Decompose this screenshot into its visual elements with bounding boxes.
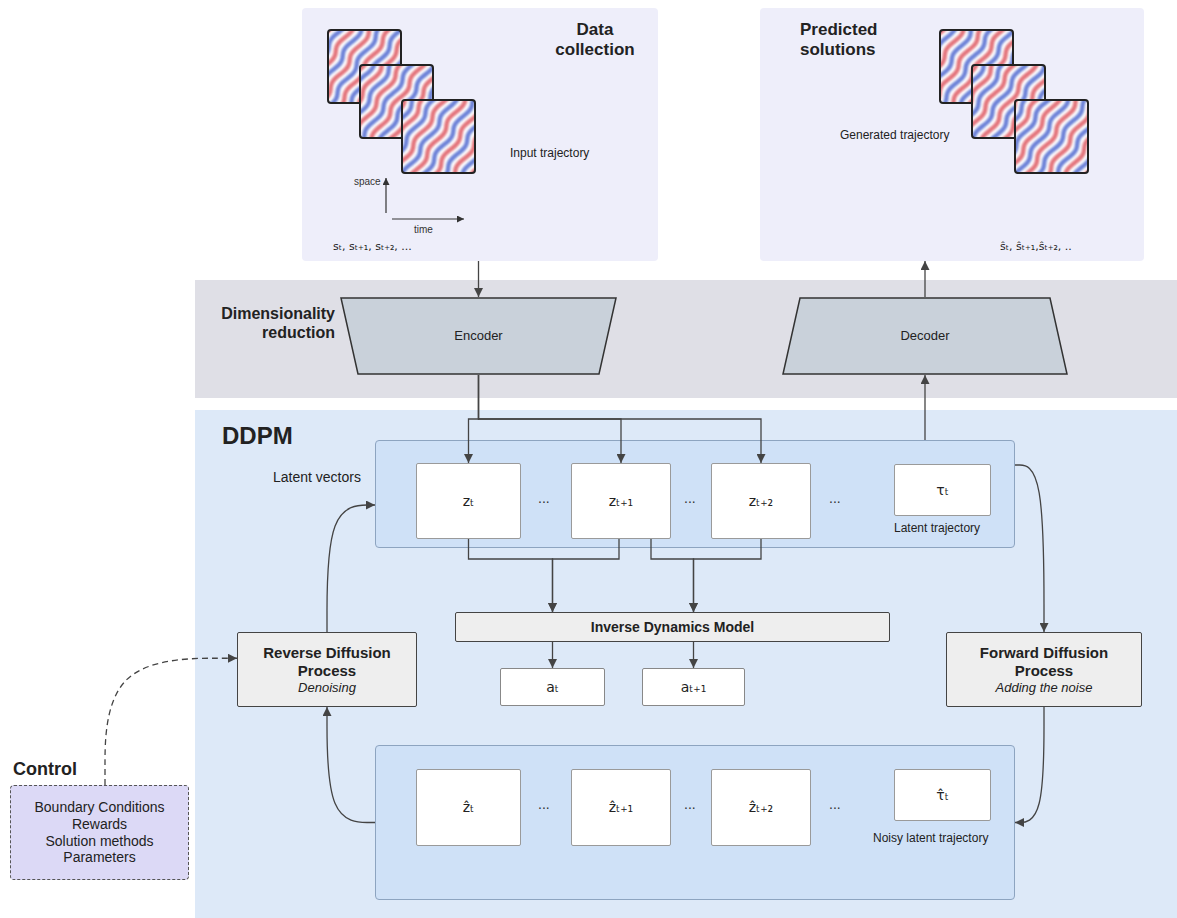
- node-title: Control: [13, 759, 77, 781]
- latent-panel: Noisy latent trajectory ẑₜ ẑₜ₊₁ ẑₜ₊₂ τ̂ₜ: [375, 745, 1015, 900]
- process-box: Forward Diffusion ProcessAdding the nois…: [946, 632, 1142, 707]
- ellipsis: ...: [829, 796, 841, 813]
- model-region: DDPM Latent vectorsLatent trajectory zₜ zₜ₊…: [195, 410, 1177, 918]
- node-title: Noisy latent trajectory: [873, 831, 988, 845]
- flow-arrow: [924, 375, 925, 440]
- stage-band: Dimensionality reductionEncoder Decoder: [195, 280, 1177, 398]
- latent-trajectory-box: τₜ: [894, 464, 991, 516]
- control-box: ControlBoundary ConditionsRewardsSolutio…: [10, 785, 189, 880]
- node-text: Rewards: [72, 816, 127, 833]
- flow-arrow: [694, 539, 762, 612]
- flow-arrow: [478, 261, 479, 297]
- flow-arrow: [651, 539, 694, 612]
- node-title: ẑₜ₊₁: [609, 799, 633, 816]
- node-title: Encoder: [454, 328, 502, 344]
- process-box: Reverse Diffusion ProcessDenoising: [237, 632, 417, 707]
- node-title: ẑₜ₊₂: [749, 799, 773, 816]
- node-text: Denoising: [298, 680, 356, 696]
- field-plot: [1015, 100, 1088, 173]
- node-title: ẑₜ: [463, 799, 474, 816]
- axis-label: time: [414, 224, 433, 236]
- trapezoid-outline: [341, 298, 616, 374]
- output-panel: Predicted solutionsGenerated trajectory ŝ…: [760, 8, 1144, 261]
- ellipsis: ...: [538, 490, 550, 507]
- node-title: zₜ₊₁: [609, 493, 633, 510]
- axis-label: space: [354, 176, 381, 188]
- latent-vector: ẑₜ₊₁: [571, 769, 671, 846]
- flow-arrow: [479, 375, 762, 463]
- plot-frame: [1015, 100, 1088, 173]
- flow-arrow: [693, 642, 694, 668]
- flow-arrow: [469, 539, 553, 612]
- node-title: Dimensionality reduction: [207, 304, 335, 342]
- node-title: Data collection: [545, 20, 645, 61]
- node-text: Input trajectory: [510, 146, 589, 160]
- decoder-block: Decoder: [782, 297, 1068, 375]
- node-text: Generated trajectory: [840, 128, 949, 142]
- plot-frame: [402, 100, 475, 173]
- flow-arrow: [327, 707, 375, 823]
- flow-arrow: [327, 505, 375, 632]
- flow-arrow: [1015, 465, 1044, 632]
- node-title: Inverse Dynamics Model: [591, 619, 754, 636]
- node-title: Forward Diffusion Process: [969, 644, 1119, 680]
- latent-vector: zₜ₊₁: [571, 463, 671, 539]
- control-arrow: [105, 658, 237, 785]
- flow-arrow: [553, 539, 620, 612]
- encoder-block: Encoder: [340, 297, 617, 375]
- trapezoid-outline: [783, 298, 1067, 374]
- data-panel: Data collectionInput trajectory sₜ, sₜ₊₁,…: [302, 8, 658, 261]
- latent-panel: Latent vectorsLatent trajectoryzₜzₜ₊₁zₜ₊…: [375, 440, 1015, 548]
- node-text: Solution methods: [45, 833, 153, 850]
- latent-trajectory-box: τ̂ₜ: [894, 769, 991, 821]
- latent-vector: zₜ₊₂: [711, 463, 811, 539]
- ellipsis: ...: [684, 796, 696, 813]
- axis-arrow: [392, 218, 464, 219]
- node-title: τₜ: [936, 482, 949, 499]
- node-text: Boundary Conditions: [35, 799, 165, 816]
- latent-vector: ẑₜ₊₂: [711, 769, 811, 846]
- node-text: Adding the noise: [996, 680, 1093, 696]
- node-title: Latent vectors: [273, 469, 361, 486]
- node-title: aₜ: [546, 679, 559, 696]
- node-title: zₜ₊₂: [749, 493, 773, 510]
- flow-arrow: [924, 261, 925, 297]
- node-text: sₜ, sₜ₊₁, sₜ₊₂, ...: [333, 240, 412, 253]
- field-plot: [402, 100, 475, 173]
- flow-arrow: [469, 375, 479, 463]
- ellipsis: ...: [829, 490, 841, 507]
- model-bar: Inverse Dynamics Model: [455, 612, 890, 642]
- node-title: DDPM: [222, 422, 293, 451]
- node-title: Reverse Diffusion Process: [252, 644, 402, 680]
- latent-vector: ẑₜ: [416, 769, 521, 846]
- node-text: Parameters: [63, 849, 135, 866]
- node-text: Latent trajectory: [894, 521, 980, 535]
- ellipsis: ...: [684, 490, 696, 507]
- node-title: Predicted solutions: [800, 20, 900, 61]
- ellipsis: ...: [538, 796, 550, 813]
- node-title: Decoder: [900, 328, 949, 344]
- flow-arrow: [552, 642, 553, 668]
- axis-arrow: [385, 178, 386, 213]
- node-title: aₜ₊₁: [681, 679, 707, 696]
- flow-arrow: [479, 375, 622, 463]
- node-title: τ̂ₜ: [936, 787, 949, 804]
- action-box: aₜ₊₁: [642, 668, 745, 706]
- node-text: ŝₜ, ŝₜ₊₁,ŝₜ₊₂, ..: [1000, 240, 1072, 253]
- node-title: zₜ: [463, 493, 474, 510]
- flow-arrow: [1015, 707, 1044, 823]
- action-box: aₜ: [500, 668, 605, 706]
- latent-vector: zₜ: [416, 463, 521, 539]
